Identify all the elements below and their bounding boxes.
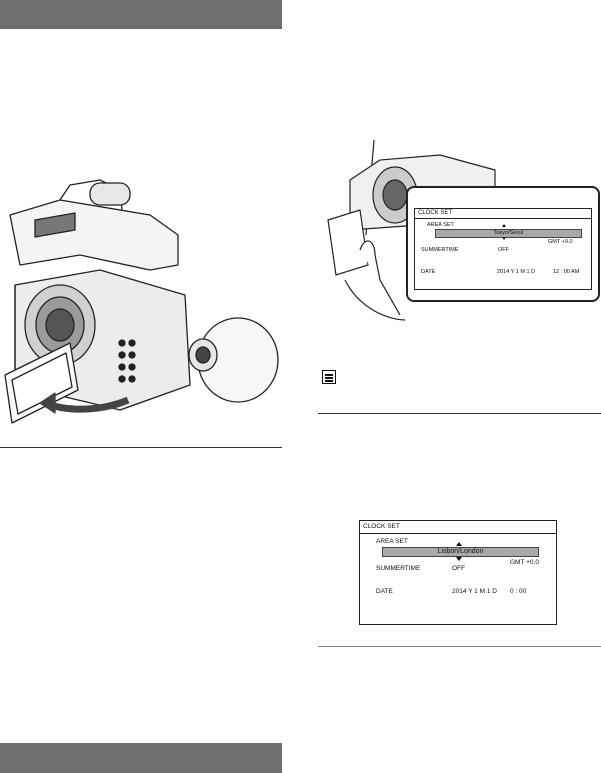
- menu-list-icon: [322, 370, 336, 384]
- clock-set-screen: CLOCK SET AREA SET Lisbon/London GMT +0.…: [359, 520, 557, 625]
- touch-lcd-screen: CLOCK SET AREA SET Tokyo/Seoul GMT +9.0 …: [406, 186, 600, 302]
- touch-area-down-icon: [502, 237, 506, 240]
- area-up-icon: [456, 542, 462, 546]
- touch-summertime-label: SUMMERTIME: [421, 247, 459, 253]
- area-down-icon: [456, 557, 462, 561]
- touch-lcd-illustration: CLOCK SET AREA SET Tokyo/Seoul GMT +9.0 …: [320, 140, 600, 330]
- right-section-divider-top: [318, 413, 601, 414]
- bottom-footer-bar: [0, 743, 282, 773]
- touch-summertime-value: OFF: [498, 247, 509, 253]
- touch-screen-title: CLOCK SET: [415, 209, 591, 219]
- camcorder-illustration: [0, 175, 282, 425]
- right-section-divider-bottom: [318, 646, 601, 647]
- summertime-label: SUMMERTIME: [376, 565, 421, 572]
- camcorder-lcd-open-icon: [4, 179, 279, 424]
- touch-date-value: 2014 Y 1 M 1 D: [497, 269, 536, 275]
- time-value[interactable]: 0 : 00: [510, 588, 527, 595]
- touch-area-set-label: AREA SET: [427, 222, 454, 228]
- touch-area-value: Tokyo/Seoul: [435, 229, 582, 238]
- top-header-bar: [0, 0, 282, 29]
- gmt-offset: GMT +0.0: [510, 559, 539, 566]
- area-set-label: AREA SET: [376, 538, 408, 545]
- touch-time-value: 12 : 00 AM: [553, 269, 580, 275]
- area-set-value[interactable]: Lisbon/London: [382, 547, 539, 557]
- summertime-value[interactable]: OFF: [452, 565, 465, 572]
- date-label: DATE: [376, 588, 393, 595]
- touch-area-up-icon: [502, 224, 506, 227]
- touch-gmt-value: GMT +9.0: [548, 239, 573, 245]
- touch-date-label: DATE: [421, 269, 436, 275]
- date-value[interactable]: 2014 Y 1 M 1 D: [452, 588, 497, 595]
- left-section-divider: [0, 447, 282, 448]
- clock-set-title: CLOCK SET: [360, 521, 556, 534]
